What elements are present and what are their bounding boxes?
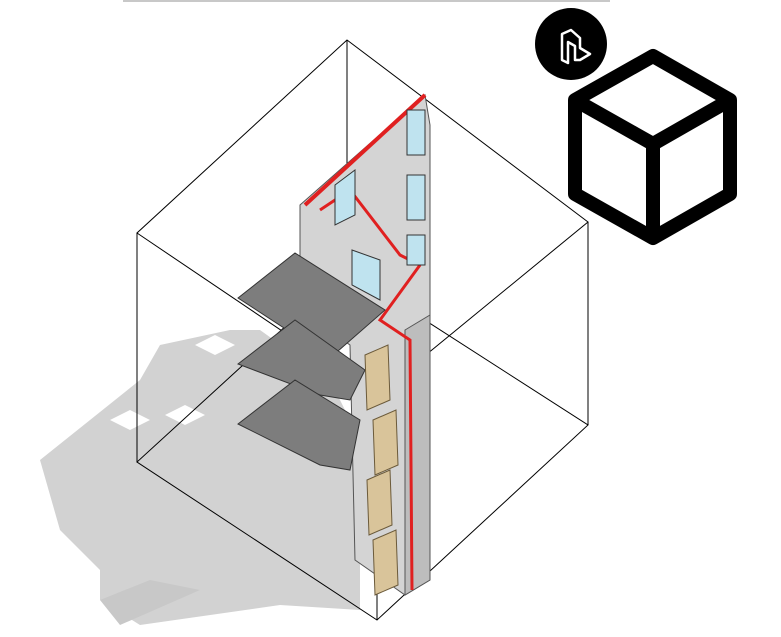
- view-title-divider: [123, 0, 610, 2]
- floor-slabs[interactable]: [236, 252, 386, 471]
- view-cube-icon[interactable]: [565, 48, 745, 248]
- app-logo-icon[interactable]: [535, 8, 607, 80]
- louvers[interactable]: [364, 344, 399, 596]
- windows: [334, 109, 426, 301]
